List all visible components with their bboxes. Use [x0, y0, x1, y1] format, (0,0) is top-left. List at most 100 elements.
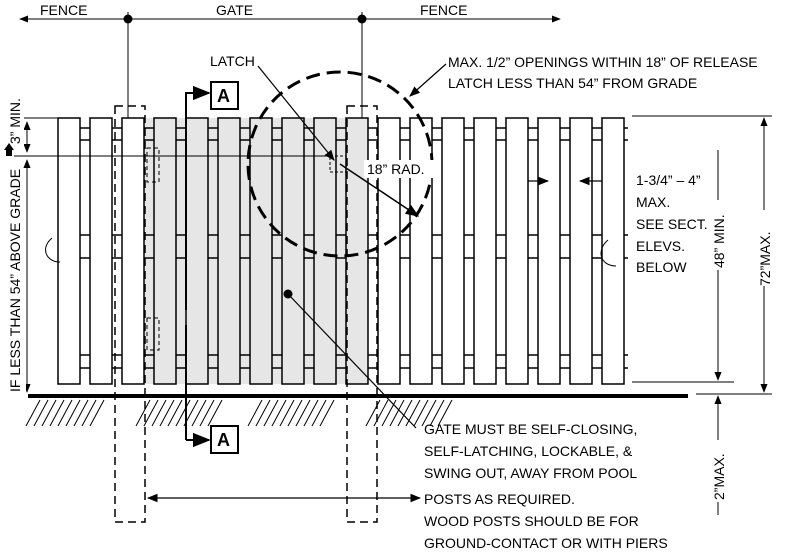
soil-hatch-line: [421, 399, 437, 427]
height-max-label: 72”MAX.: [757, 232, 773, 286]
opening-note-line1: MAX. 1/2” OPENINGS WITHIN 18” OF RELEASE: [448, 54, 758, 70]
latch-mark: [329, 155, 347, 173]
picket: [441, 117, 465, 385]
soil-hatch-line: [271, 399, 287, 427]
picket: [569, 117, 593, 385]
soil-hatch-line: [295, 399, 311, 427]
soil-hatch-line: [33, 399, 49, 427]
hinges: [146, 147, 160, 351]
latch-label: LATCH: [210, 53, 255, 69]
picket: [345, 117, 369, 385]
radius-label: 18” RAD.: [367, 161, 425, 177]
hinge-bottom: [146, 317, 160, 351]
soil-hatch-line: [247, 399, 263, 427]
soil-hatch-line: [175, 399, 191, 427]
soil-hatch-line: [413, 399, 429, 427]
clearance-label: 2”MAX.: [711, 453, 727, 500]
section-label-bottom: A: [217, 430, 230, 450]
radius-label-bg: [364, 160, 434, 178]
top-min-label: 3” MIN.: [7, 98, 23, 144]
picket: [57, 117, 81, 385]
left-vertical-label: IF LESS THAN 54” ABOVE GRADE: [7, 169, 23, 392]
picket: [217, 117, 241, 385]
radius-arrow: [339, 163, 420, 217]
label-bg-gate: [210, 2, 264, 18]
soil-hatch-line: [143, 399, 159, 427]
soil-hatch-line: [437, 399, 453, 427]
dimension-node-left: [123, 14, 133, 24]
soil-hatching: [25, 399, 453, 427]
spacing-line4: ELEVS.: [636, 238, 685, 254]
soil-hatch-line: [25, 399, 41, 427]
gate-note-line1: GATE MUST BE SELF-CLOSING,: [424, 421, 637, 437]
picket: [89, 117, 113, 385]
picket: [473, 117, 497, 385]
soil-hatch-line: [263, 399, 279, 427]
latch-leader: [257, 65, 335, 161]
soil-hatch-line: [311, 399, 327, 427]
picket: [409, 117, 433, 385]
top-min-pointer: [4, 143, 14, 150]
picket: [121, 117, 145, 385]
soil-hatch-line: [199, 399, 215, 427]
height-min-label: 48” MIN.: [711, 214, 727, 268]
hinge-top: [146, 147, 160, 183]
posts-note-line1: POSTS AS REQUIRED.: [424, 491, 575, 507]
soil-hatch-line: [65, 399, 81, 427]
picket: [153, 117, 177, 385]
soil-hatch-line: [381, 399, 397, 427]
picket: [185, 117, 209, 385]
picket: [377, 117, 401, 385]
spacing-line1: 1-3/4” – 4”: [636, 172, 701, 188]
soil-hatch-line: [191, 399, 207, 427]
picket: [505, 117, 529, 385]
posts-note-line2: WOOD POSTS SHOULD BE FOR: [424, 513, 639, 529]
soil-hatch-line: [279, 399, 295, 427]
top-min-bg: [4, 76, 24, 146]
clearance-bg: [708, 440, 728, 502]
soil-hatch-line: [429, 399, 445, 427]
opening-note-leader: [409, 63, 447, 97]
gate-note-line3: SWING OUT, AWAY FROM POOL: [424, 465, 637, 481]
soil-hatch-line: [373, 399, 389, 427]
soil-hatch-line: [57, 399, 73, 427]
soil-hatch-line: [405, 399, 421, 427]
picket: [537, 117, 561, 385]
fence-left-label: FENCE: [40, 2, 87, 18]
break-marks: [45, 237, 617, 267]
picket: [281, 117, 305, 385]
picket: [601, 117, 625, 385]
spacing-line3: SEE SECT.-: [636, 216, 713, 232]
soil-hatch-line: [287, 399, 303, 427]
soil-hatch-line: [167, 399, 183, 427]
soil-hatch-line: [159, 399, 175, 427]
soil-hatch-line: [397, 399, 413, 427]
soil-hatch-line: [255, 399, 271, 427]
soil-hatch-line: [303, 399, 319, 427]
posts-note-line3: GROUND-CONTACT OR WITH PIERS: [424, 535, 668, 551]
section-box-bottom: [210, 425, 239, 454]
gate-note-leader: [287, 293, 417, 429]
label-bg-fence-left: [36, 2, 96, 18]
left-label-bg: [4, 170, 26, 392]
gate-label: GATE: [216, 2, 253, 18]
section-box-top: [210, 81, 239, 110]
spacing-line5: BELOW: [636, 259, 687, 275]
top-min-pointer-stem: [6, 150, 12, 156]
height-min-bg: [708, 200, 728, 270]
section-label-top: A: [217, 86, 230, 106]
left-dimensions: [14, 117, 330, 393]
label-bg-fence-right: [414, 2, 474, 18]
soil-hatch-line: [49, 399, 65, 427]
soil-hatch-line: [151, 399, 167, 427]
top-dimension: [19, 12, 561, 118]
gate-note-line2: SELF-LATCHING, LOCKABLE, &: [424, 443, 633, 459]
soil-hatch-line: [389, 399, 405, 427]
soil-hatch-line: [365, 399, 381, 427]
soil-hatch-line: [319, 399, 335, 427]
dimension-node-right: [357, 14, 367, 24]
soil-hatch-line: [207, 399, 223, 427]
fence-right-label: FENCE: [420, 2, 467, 18]
soil-hatch-line: [89, 399, 105, 427]
